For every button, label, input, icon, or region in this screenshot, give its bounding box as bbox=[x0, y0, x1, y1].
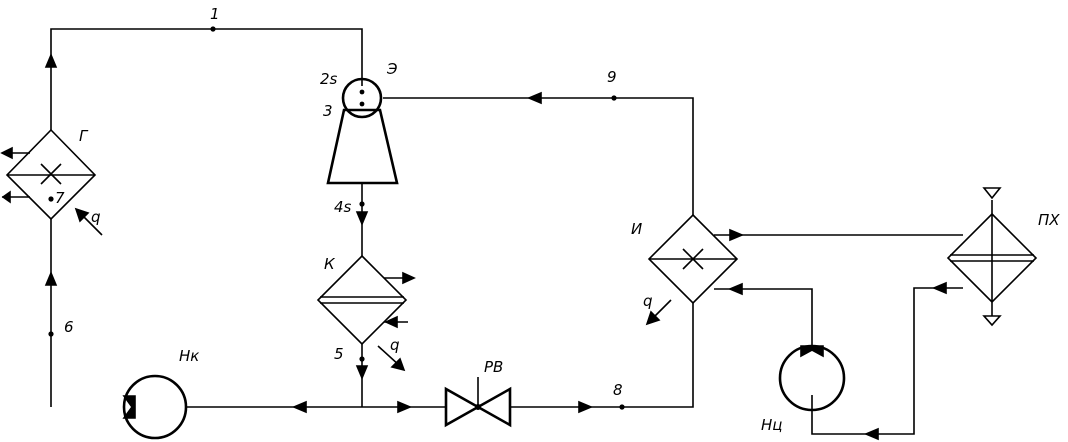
label-cold-consumer: ПХ bbox=[1038, 211, 1060, 229]
label-point-5: 5 bbox=[334, 345, 344, 363]
label-evaporator: И bbox=[631, 220, 642, 238]
label-ejector: Э bbox=[386, 60, 398, 78]
cold-consumer-heat-exchanger bbox=[946, 187, 1038, 327]
condenser-heat-arrow-head bbox=[390, 357, 406, 372]
label-condenser: К bbox=[324, 255, 336, 273]
valve-center bbox=[475, 404, 481, 410]
pipe-evaporator-to-ejector bbox=[383, 97, 694, 215]
flow-arrow-right bbox=[397, 400, 413, 414]
pipe-cold-consumer-to-circ-pump bbox=[811, 287, 963, 435]
generator-body bbox=[5, 128, 97, 221]
point-6-dot bbox=[48, 331, 54, 337]
point-8-dot bbox=[619, 404, 625, 410]
valve-body bbox=[444, 386, 512, 428]
flow-arrow-down bbox=[355, 211, 369, 227]
condenser-heat-exchanger bbox=[316, 254, 416, 372]
ejector-diffuser bbox=[326, 108, 399, 185]
pipe-valve-to-evaporator bbox=[510, 303, 694, 408]
generator-outlet-arrow bbox=[1, 190, 11, 204]
label-generator: Г bbox=[79, 127, 89, 145]
label-heat-condenser: q bbox=[390, 336, 400, 354]
label-heat-generator: q bbox=[91, 208, 101, 226]
generator-heat-arrow-head bbox=[74, 207, 90, 223]
label-point-2s: 2s bbox=[320, 70, 338, 88]
flow-arrow-left bbox=[291, 400, 307, 414]
regulating-valve bbox=[444, 377, 512, 428]
pipelines bbox=[50, 28, 963, 435]
label-circulation-pump: Нц bbox=[761, 416, 783, 434]
label-point-4s: 4s bbox=[334, 198, 352, 216]
point-1-dot bbox=[210, 26, 216, 32]
generator-heat-exchanger bbox=[0, 128, 103, 236]
flow-arrows bbox=[44, 52, 947, 441]
pipe-circ-pump-to-evaporator bbox=[714, 288, 813, 345]
label-point-3: 3 bbox=[323, 102, 333, 120]
label-point-6: 6 bbox=[64, 318, 74, 336]
label-point-7: 7 bbox=[55, 189, 65, 207]
point-4s-dot bbox=[359, 201, 365, 207]
flow-arrow-right bbox=[578, 400, 594, 414]
label-point-1: 1 bbox=[210, 5, 220, 23]
point-9-dot bbox=[611, 95, 617, 101]
labels: 1 2s Э 3 9 Г 7 q 4s И ПХ К q 6 5 q Нк РВ… bbox=[55, 5, 1060, 434]
label-feed-pump: Нк bbox=[179, 347, 199, 365]
label-heat-evaporator: q bbox=[643, 292, 653, 310]
ejector-nozzle-circle bbox=[341, 77, 383, 119]
flow-arrow-down bbox=[355, 365, 369, 381]
flow-arrow-left bbox=[863, 427, 879, 441]
flow-arrow-left bbox=[526, 91, 542, 105]
label-point-9: 9 bbox=[607, 68, 617, 86]
cold-consumer-top-marker bbox=[982, 187, 1002, 200]
generator-cross-b bbox=[40, 163, 62, 185]
label-regulating-valve: РВ bbox=[484, 358, 503, 376]
flow-arrow-up bbox=[44, 270, 58, 286]
evaporator-cross-b bbox=[682, 248, 704, 270]
state-points bbox=[48, 26, 625, 410]
cold-consumer-bottom-marker bbox=[982, 315, 1002, 327]
label-point-8: 8 bbox=[613, 381, 623, 399]
evaporator-heat-exchanger bbox=[645, 213, 739, 326]
pipe-generator-top-to-ejector bbox=[50, 28, 363, 130]
flow-arrow-left bbox=[931, 281, 947, 295]
point-5-dot bbox=[359, 356, 365, 362]
flow-arrow-up bbox=[44, 52, 58, 68]
ejector-dot-bottom bbox=[359, 101, 365, 107]
evaporator-body bbox=[647, 213, 739, 305]
circulation-pump bbox=[778, 344, 846, 412]
generator-outlet-arrow bbox=[0, 146, 13, 160]
condenser-coolant-out-arrow bbox=[402, 271, 416, 285]
condenser-body bbox=[316, 254, 408, 346]
ejector-dot-top bbox=[359, 89, 365, 95]
feed-pump-outlet-marker bbox=[122, 395, 136, 419]
ejector bbox=[326, 77, 399, 185]
flow-arrow-right bbox=[729, 228, 745, 242]
condenser-coolant-in-arrow bbox=[384, 315, 398, 329]
evaporator-heat-arrow-head bbox=[645, 310, 661, 326]
flow-arrow-left bbox=[727, 282, 743, 296]
point-7-dot bbox=[48, 196, 54, 202]
feed-pump-body bbox=[122, 374, 188, 440]
feed-pump bbox=[122, 374, 188, 440]
circulation-pump-outlet-marker bbox=[800, 345, 824, 358]
